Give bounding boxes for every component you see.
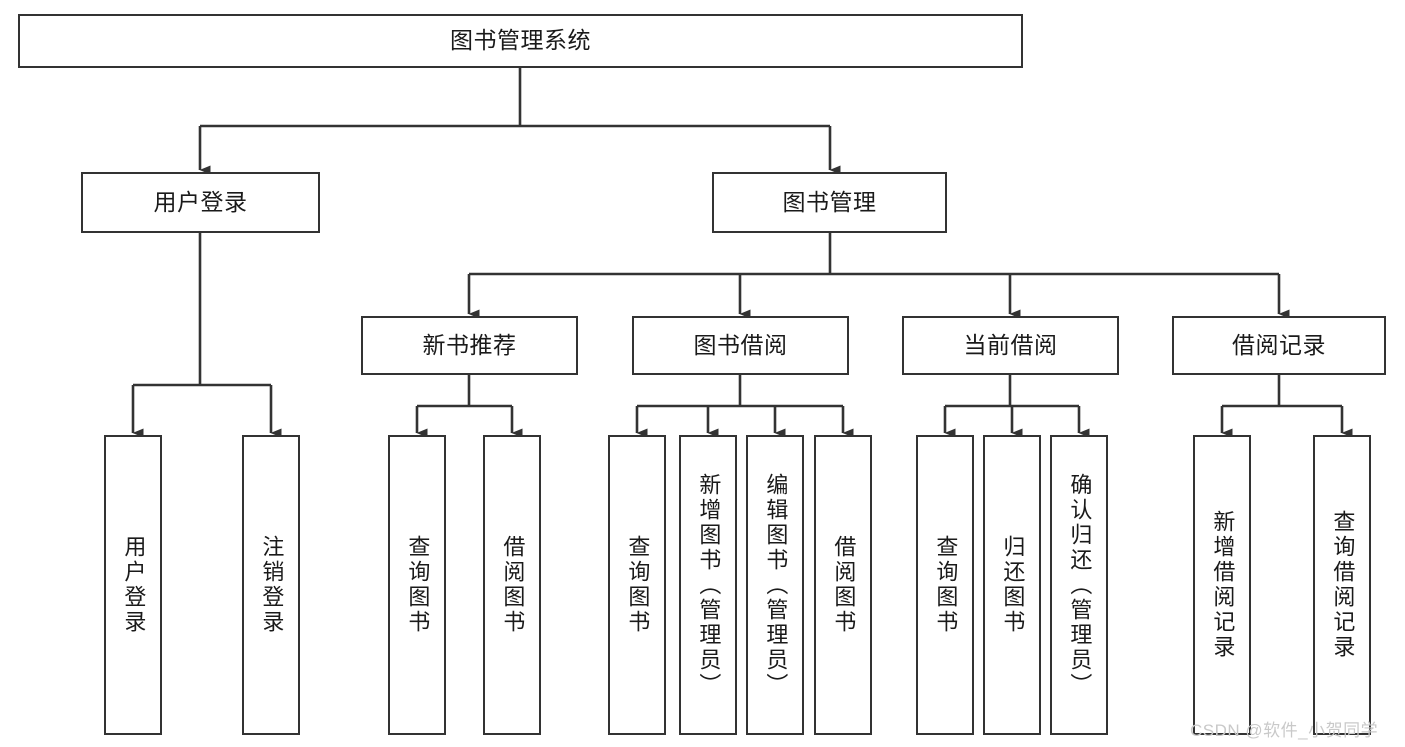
node-label-new-book-recommend: 新书推荐 [422, 331, 517, 358]
leaf-label-add-borrow-record: 新增借阅记录 [1210, 510, 1236, 660]
node-label-current-borrow: 当前借阅 [963, 331, 1058, 358]
leaf-borrow-book-rec[interactable]: 借阅图书 [483, 435, 541, 735]
leaf-label-query-book-rec: 查询图书 [405, 535, 431, 635]
leaf-label-borrow-book-rec: 借阅图书 [500, 535, 526, 635]
leaf-label-logout-login: 注销登录 [259, 535, 285, 635]
leaf-return-book[interactable]: 归还图书 [983, 435, 1041, 735]
leaf-query-borrow-record[interactable]: 查询借阅记录 [1313, 435, 1371, 735]
leaf-user-login[interactable]: 用户登录 [104, 435, 162, 735]
node-label-book-management: 图书管理 [782, 188, 877, 215]
node-current-borrow[interactable]: 当前借阅 [902, 316, 1119, 375]
leaf-label-query-borrow-record: 查询借阅记录 [1330, 510, 1356, 660]
leaf-logout-login[interactable]: 注销登录 [242, 435, 300, 735]
leaf-confirm-return-admin[interactable]: 确认归还（管理员） [1050, 435, 1108, 735]
leaf-add-borrow-record[interactable]: 新增借阅记录 [1193, 435, 1251, 735]
leaf-label-user-login: 用户登录 [121, 535, 147, 635]
node-user-login[interactable]: 用户登录 [81, 172, 320, 233]
node-root-system[interactable]: 图书管理系统 [18, 14, 1023, 68]
leaf-label-confirm-return-admin: 确认归还（管理员） [1067, 472, 1093, 698]
node-book-borrow[interactable]: 图书借阅 [632, 316, 849, 375]
leaf-add-book-admin[interactable]: 新增图书（管理员） [679, 435, 737, 735]
leaf-edit-book-admin[interactable]: 编辑图书（管理员） [746, 435, 804, 735]
leaf-borrow-book[interactable]: 借阅图书 [814, 435, 872, 735]
leaf-query-book-borrow[interactable]: 查询图书 [608, 435, 666, 735]
leaf-label-edit-book-admin: 编辑图书（管理员） [763, 472, 789, 698]
leaf-label-query-book-current: 查询图书 [933, 535, 959, 635]
leaf-label-return-book: 归还图书 [1000, 535, 1026, 635]
leaf-label-add-book-admin: 新增图书（管理员） [696, 472, 722, 698]
leaf-label-query-book-borrow: 查询图书 [625, 535, 651, 635]
node-label-user-login: 用户登录 [153, 188, 248, 215]
leaf-label-borrow-book: 借阅图书 [831, 535, 857, 635]
csdn-watermark: CSDN @软件_小贺同学 [1190, 721, 1379, 740]
node-book-management[interactable]: 图书管理 [712, 172, 947, 233]
node-new-book-recommend[interactable]: 新书推荐 [361, 316, 578, 375]
node-label-book-borrow: 图书借阅 [693, 331, 788, 358]
node-label-borrow-record: 借阅记录 [1232, 331, 1326, 358]
leaf-query-book-rec[interactable]: 查询图书 [388, 435, 446, 735]
node-borrow-record[interactable]: 借阅记录 [1172, 316, 1386, 375]
leaf-query-book-current[interactable]: 查询图书 [916, 435, 974, 735]
node-label-root-system: 图书管理系统 [450, 27, 591, 54]
